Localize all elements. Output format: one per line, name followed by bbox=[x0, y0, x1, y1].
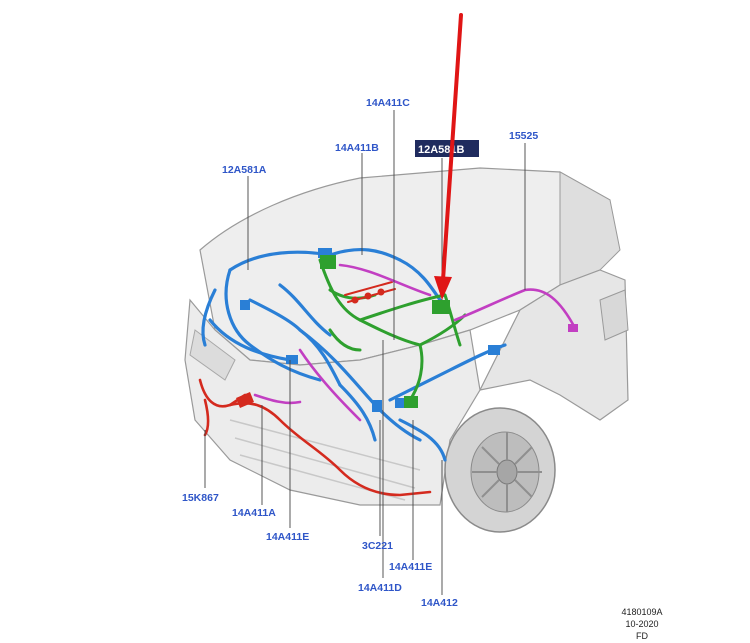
label-14A411E-left: 14A411E bbox=[266, 531, 309, 543]
harness-green-connectors bbox=[320, 255, 450, 408]
label-14A412: 14A412 bbox=[421, 597, 458, 609]
label-12A581B-highlight bbox=[415, 140, 479, 157]
harness-red-ignition bbox=[344, 281, 396, 304]
footer-date: 10-2020 bbox=[625, 619, 659, 629]
label-15525: 15525 bbox=[509, 130, 538, 142]
label-15K867: 15K867 bbox=[182, 492, 219, 504]
footer-code: FD bbox=[636, 631, 648, 641]
vehicle-illustration bbox=[184, 167, 629, 533]
label-3C221: 3C221 bbox=[362, 540, 393, 552]
magenta-connector bbox=[568, 324, 578, 332]
footer-figure-id: 4180109A bbox=[621, 607, 663, 617]
red-pointer-arrow bbox=[434, 13, 463, 300]
label-14A411E-right: 14A411E bbox=[389, 561, 432, 573]
leader-lines bbox=[204, 110, 526, 595]
label-14A411A: 14A411A bbox=[232, 507, 276, 519]
callout-labels: 12A581A 14A411C 14A411B 12A581B 15525 15… bbox=[182, 97, 538, 609]
harness-blue-connectors bbox=[240, 248, 500, 412]
red-bumper-connector bbox=[236, 392, 254, 408]
label-14A411C: 14A411C bbox=[366, 97, 410, 109]
label-12A581B: 12A581B bbox=[418, 144, 465, 156]
label-14A411B: 14A411B bbox=[335, 142, 379, 154]
label-14A411D: 14A411D bbox=[358, 582, 402, 594]
label-12A581A: 12A581A bbox=[222, 164, 267, 176]
